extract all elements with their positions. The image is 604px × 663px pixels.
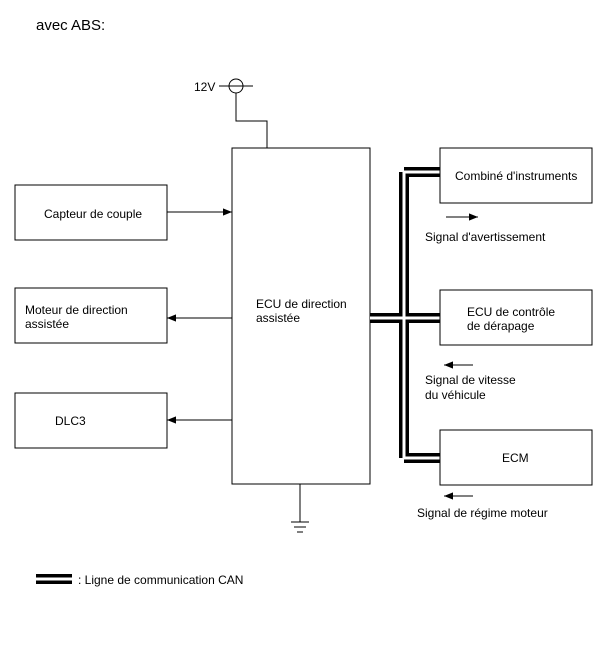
motor-label-line-1: Moteur de direction <box>25 303 128 317</box>
motor-block: Moteur de direction assistée <box>14 287 168 344</box>
motor-label-line-2: assistée <box>25 317 69 331</box>
supply-voltage-label: 12V <box>194 80 215 94</box>
instrument-cluster-label: Combiné d'instruments <box>455 169 577 183</box>
skid-control-ecu-block: ECU de contrôle de dérapage <box>439 289 593 346</box>
svg-text:ECU de contrôle de dérap: ECU de contrôle de dérapage <box>467 305 558 333</box>
warning-signal-label: Signal d'avertissement <box>425 230 546 244</box>
ecm-block: ECM <box>439 429 593 486</box>
power-steering-ecu-block: ECU de direction assistée <box>231 147 371 485</box>
diagram-heading: avec ABS: <box>36 17 105 34</box>
skid-ecu-label-line-1: ECU de contrôle <box>467 305 555 319</box>
legend: : Ligne de communication CAN <box>36 573 243 587</box>
engine-signal-label: Signal de régime moteur <box>417 506 548 520</box>
can-bus-lines <box>370 167 440 463</box>
dlc3-block: DLC3 <box>14 392 168 449</box>
svg-text:Signal de vitesse du véhic: Signal de vitesse du véhicule <box>425 373 519 402</box>
speed-signal-label-line-2: du véhicule <box>425 388 486 402</box>
torque-sensor-label: Capteur de couple <box>44 207 142 221</box>
instrument-cluster-block: Combiné d'instruments <box>439 147 593 204</box>
ecu-label-line-2: assistée <box>256 311 300 325</box>
ecu-label-line-1: ECU de direction <box>256 297 347 311</box>
svg-text:ECU de direction assisté: ECU de direction assistée <box>256 297 350 325</box>
ground-symbol <box>291 484 309 533</box>
svg-text:Moteur de direction assi: Moteur de direction assistée <box>25 303 131 331</box>
ecm-label: ECM <box>502 451 529 465</box>
torque-sensor-block: Capteur de couple <box>14 184 168 241</box>
skid-ecu-label-line-2: de dérapage <box>467 319 535 333</box>
speed-signal-label-line-1: Signal de vitesse <box>425 373 516 387</box>
legend-label: : Ligne de communication CAN <box>78 573 243 587</box>
dlc3-label: DLC3 <box>55 414 86 428</box>
power-supply: 12V <box>194 78 268 148</box>
